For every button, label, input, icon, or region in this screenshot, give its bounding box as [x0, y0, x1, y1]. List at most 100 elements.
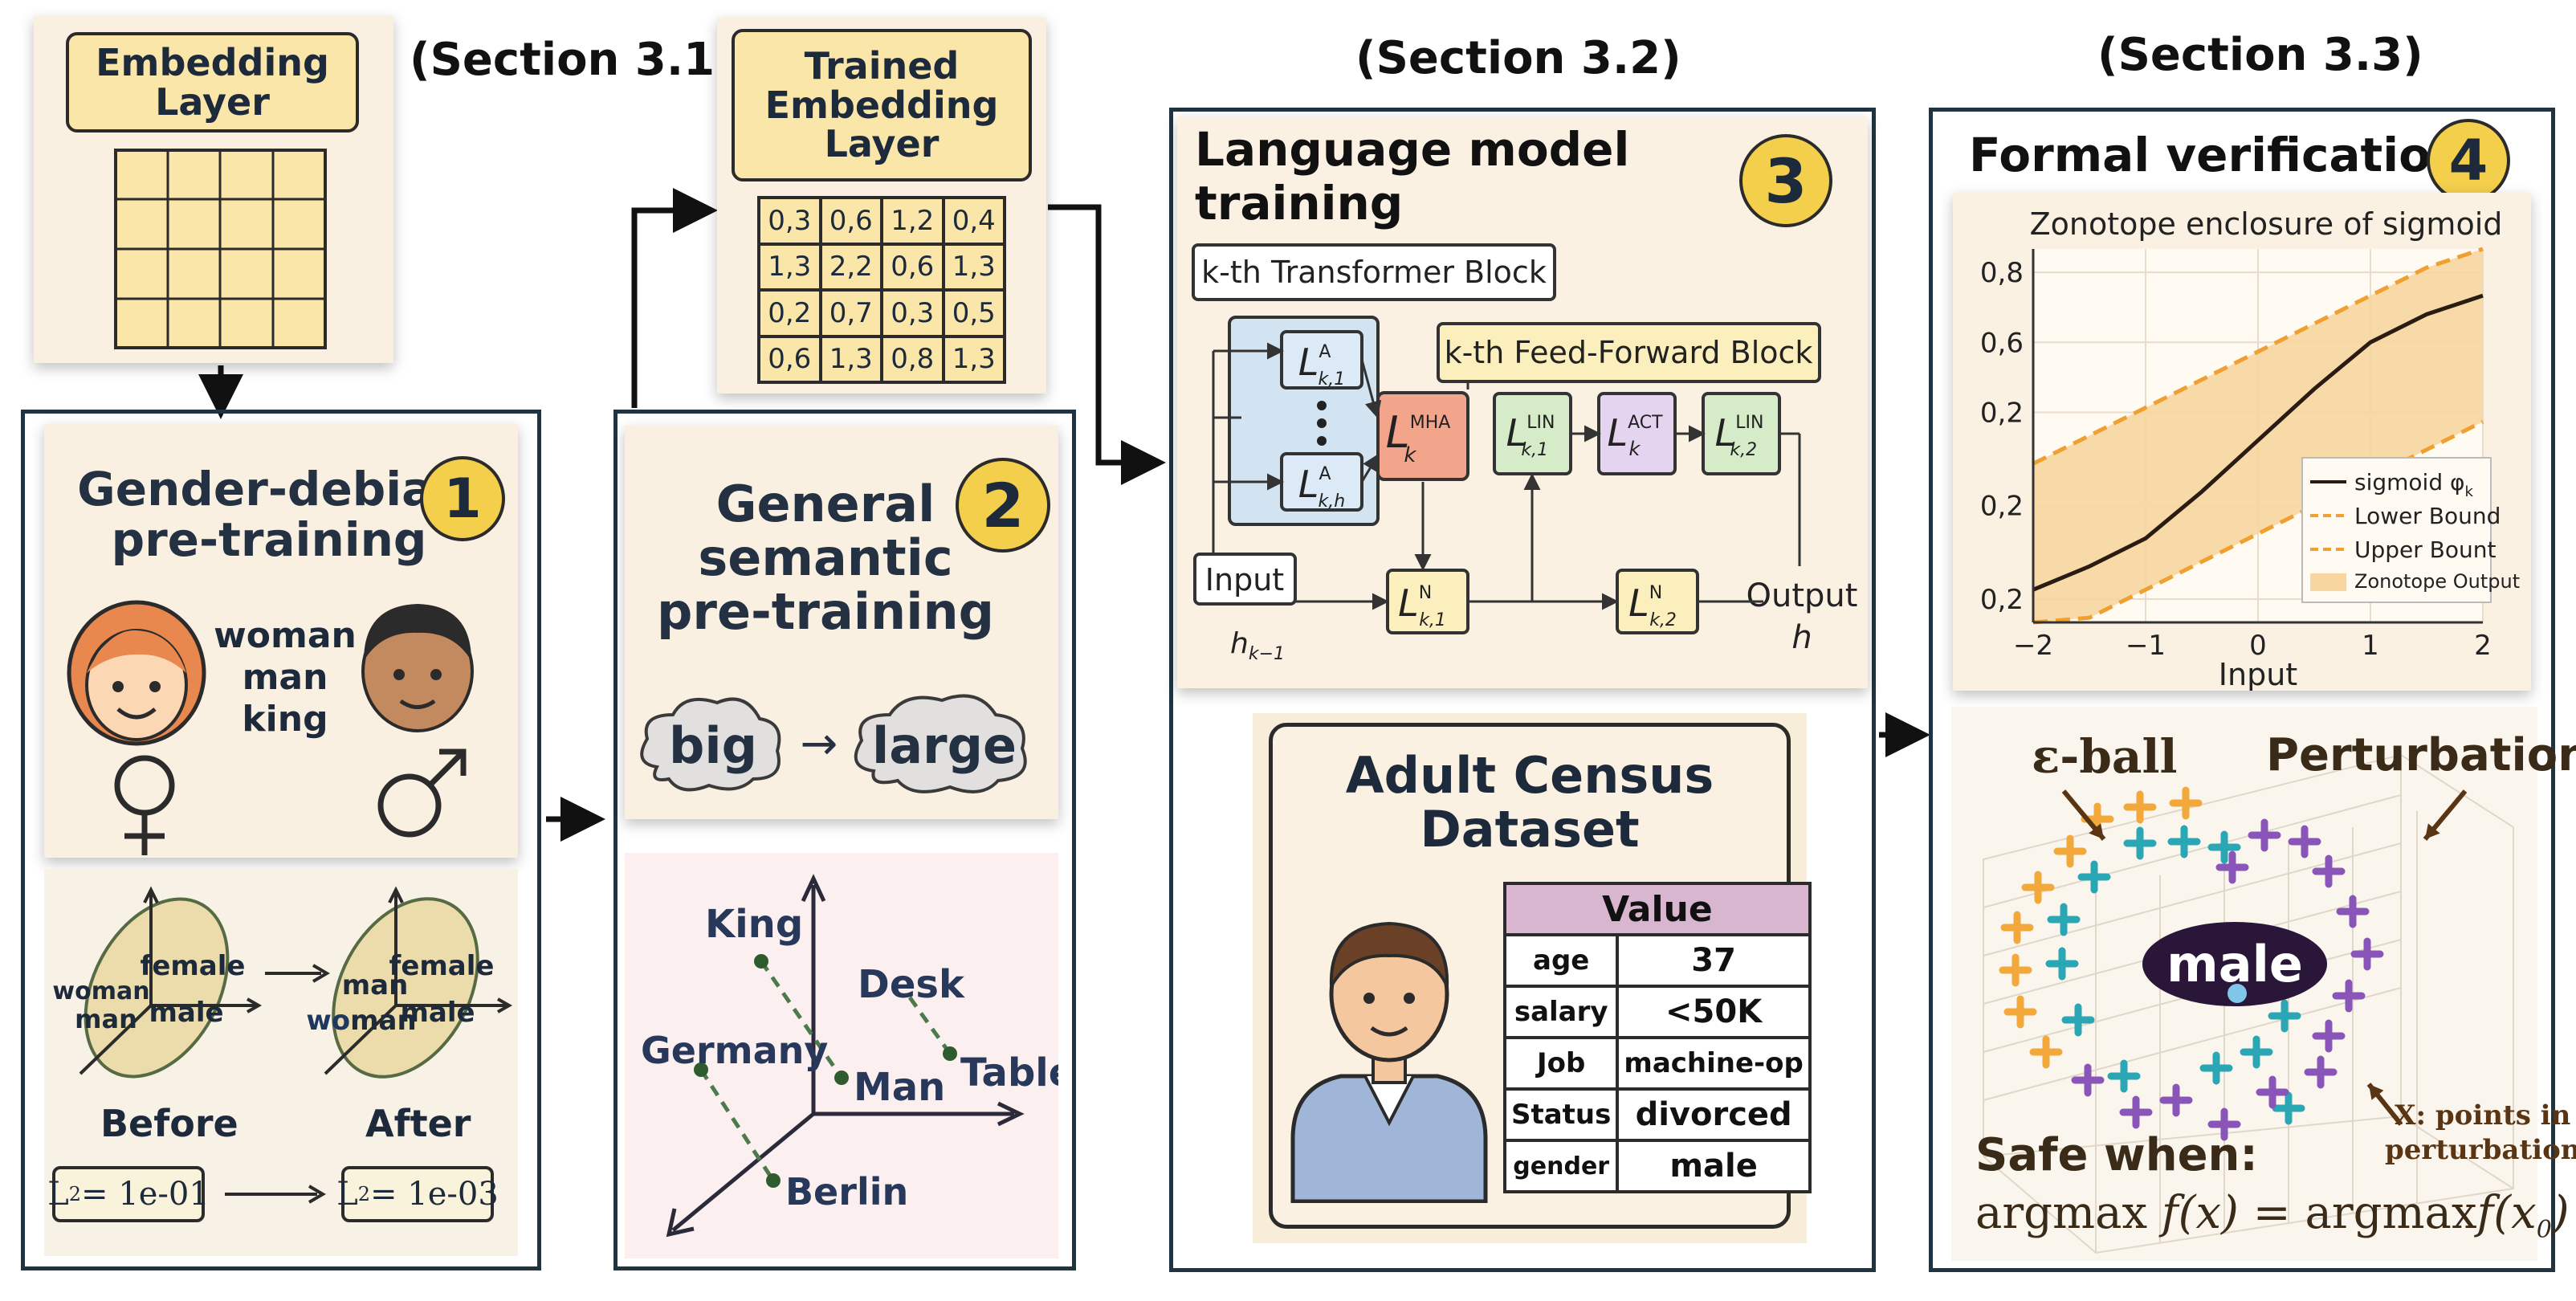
perturbation-point — [1999, 953, 2032, 987]
after-female-label: female — [389, 950, 495, 982]
perturbation-point — [2169, 786, 2203, 820]
matrix-cell: 0,3 — [760, 199, 819, 243]
perturbation-point — [2215, 850, 2249, 884]
after-norm-value: = 1e-03 — [370, 1176, 499, 1213]
before-norm-symbol: L — [47, 1176, 69, 1213]
matrix-cell: 0,2 — [760, 292, 819, 335]
perturbation-point — [2077, 860, 2111, 894]
perturbation-grid — [1983, 753, 2514, 1254]
female-symbol-icon — [114, 755, 175, 855]
row-key-job: Job — [1502, 1036, 1620, 1091]
annotation-arrowhead — [2089, 823, 2104, 839]
step4-panel — [1929, 108, 2555, 1272]
after-norm-sub: 2 — [357, 1183, 371, 1205]
perturbation-point — [2312, 1019, 2346, 1053]
matrix-cell: 0,8 — [883, 337, 942, 381]
perturbation-point — [2167, 825, 2201, 858]
center-dot — [2228, 984, 2247, 1003]
male-center-label: male — [2166, 935, 2303, 993]
perturbation-point — [2159, 1083, 2193, 1117]
equals: = — [2252, 1187, 2291, 1239]
fx: f(x) — [2161, 1187, 2239, 1239]
big-large-arrow: → — [801, 718, 838, 770]
annotation-arrowhead — [2369, 1084, 2384, 1100]
safe-when-label: Safe when: — [1975, 1129, 2258, 1181]
embedding-grid — [114, 149, 327, 349]
output-label: Output — [1747, 577, 1858, 614]
after-embedding-plot: man woman female male — [306, 886, 513, 1079]
perturbation-point — [2021, 871, 2055, 904]
census-table-header: Value — [1503, 882, 1812, 936]
before-male-label: male — [149, 997, 223, 1029]
after-male-label: male — [400, 997, 475, 1029]
matrix-cell: 1,3 — [760, 245, 819, 288]
step1-title: Gender-debias pre-training — [77, 462, 461, 567]
after-woman-label: woman — [306, 1005, 416, 1037]
before-man-label: man — [75, 1004, 137, 1034]
safety-formula: argmax f(x) = argmaxf(x0) — [1975, 1187, 2570, 1244]
input-label: Input — [1205, 562, 1284, 597]
semantic-space-plot: King Desk Germany Man Table Berlin — [625, 853, 1058, 1258]
person-icon — [1290, 921, 1488, 1203]
perturbation-point — [2199, 1051, 2233, 1085]
before-norm-sub: 2 — [68, 1183, 82, 1205]
legend-fill: Zonotope Output — [2354, 570, 2520, 593]
chart-title: Zonotope enclosure of sigmoid — [2030, 206, 2503, 242]
perturbation-point — [2268, 999, 2301, 1033]
row-value-age: 37 — [1616, 933, 1812, 988]
row-key-salary: salary — [1502, 985, 1620, 1039]
y-tick-label: 0,8 — [1980, 257, 2024, 289]
label-man: Man — [854, 1065, 945, 1110]
step3-title: Language model training — [1195, 122, 1630, 230]
perturbation-point — [2350, 937, 2384, 971]
before-embedding-plot: woman man female male — [52, 886, 263, 1079]
trained-embedding-label: Trained Embedding Layer — [732, 29, 1032, 181]
row-value-salary: <50K — [1616, 985, 1812, 1039]
input-hidden-state: hk−1 — [1230, 627, 1285, 664]
step4-badge: 4 — [2427, 119, 2510, 202]
point-king — [754, 954, 768, 969]
perturbation-point — [2207, 830, 2241, 864]
label-table: Table — [960, 1050, 1058, 1095]
section-3-2-header: (Section 3.2) — [1355, 32, 1681, 84]
perturbation-point — [2240, 1035, 2273, 1069]
perturbation-point — [2288, 825, 2321, 858]
section-3-1-header: (Section 3.1) — [410, 34, 736, 86]
step1-panel — [21, 410, 541, 1270]
x-tick-label: 2 — [2474, 630, 2492, 662]
step2-panel — [613, 410, 1076, 1270]
step2-badge: 2 — [956, 458, 1050, 553]
legend-upper: Upper Bount — [2354, 536, 2497, 563]
semantic-axes: King Desk Germany Man Table Berlin — [641, 874, 1058, 1238]
fx0: f(x — [2476, 1187, 2537, 1239]
perturbation-illustration: ε-ball Perturbation male X: points in pe… — [1951, 707, 2576, 1261]
perturbation-point — [2047, 903, 2081, 936]
transformer-block-label: k-th Transformer Block — [1201, 255, 1547, 290]
legend-fill-swatch — [2310, 573, 2346, 591]
debias-illustration: woman man female male man woman female m… — [44, 869, 518, 1256]
perturbation-point — [2123, 790, 2157, 824]
step3-panel — [1169, 108, 1876, 1272]
matrix-cell: 2,2 — [821, 245, 880, 288]
perturbation-point — [2061, 1003, 2095, 1037]
row-key-status: Status — [1502, 1087, 1620, 1142]
before-woman-label: woman — [52, 977, 149, 1005]
after-norm-symbol: L — [336, 1176, 358, 1213]
before-female-label: female — [141, 950, 246, 982]
matrix-cell: 0,5 — [944, 292, 1003, 335]
matrix-cell: 1,3 — [944, 337, 1003, 381]
matrix-cell: 0,7 — [821, 292, 880, 335]
row-value-gender: male — [1616, 1139, 1812, 1193]
table-row: salary<50K — [1502, 985, 1812, 1039]
x-tick-label: 1 — [2362, 630, 2379, 662]
perturbation-point — [2107, 1059, 2141, 1093]
